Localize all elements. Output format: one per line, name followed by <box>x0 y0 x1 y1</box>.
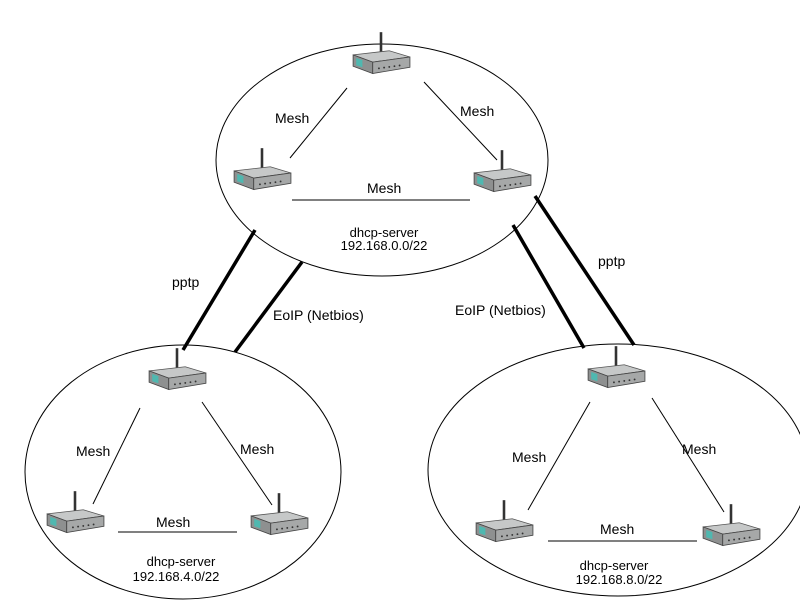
top-bottom-mesh-label: Mesh <box>367 180 401 196</box>
top-subnet-label: 192.168.0.0/22 <box>341 238 428 253</box>
left-left-mesh-label: Mesh <box>76 443 110 459</box>
left-subnet-label: 192.168.4.0/22 <box>133 569 220 584</box>
pptp-left-label: pptp <box>172 274 199 290</box>
pptp-right-label: pptp <box>598 253 625 269</box>
eoip-right-tunnel <box>511 224 586 349</box>
top-right-mesh-link <box>423 81 498 161</box>
router-icon <box>147 348 208 391</box>
left-right-mesh-label: Mesh <box>240 441 274 457</box>
right-bottom-mesh-label: Mesh <box>600 521 634 537</box>
top-left-mesh-link <box>289 87 348 159</box>
right-right-mesh-link <box>651 397 725 513</box>
router-icon <box>474 500 535 543</box>
router-icon <box>249 493 310 536</box>
eoip-left-label: EoIP (Netbios) <box>273 307 364 323</box>
top-left-mesh-label: Mesh <box>275 110 309 126</box>
eoip-right-label: EoIP (Netbios) <box>455 302 546 318</box>
right-server-label: dhcp-server <box>580 558 649 573</box>
router-icon <box>472 150 533 193</box>
right-right-mesh-label: Mesh <box>682 441 716 457</box>
left-server-label: dhcp-server <box>147 554 216 569</box>
right-cluster <box>427 343 800 597</box>
router-icon <box>45 491 106 534</box>
left-bottom-mesh-label: Mesh <box>156 514 190 530</box>
right-subnet-label: 192.168.8.0/22 <box>576 572 663 587</box>
router-icon <box>701 504 762 547</box>
router-icon <box>351 32 412 75</box>
top-right-mesh-label: Mesh <box>460 103 494 119</box>
right-left-mesh-label: Mesh <box>512 449 546 465</box>
pptp-left-tunnel <box>181 229 257 351</box>
left-right-mesh-link <box>201 401 273 506</box>
pptp-right-tunnel <box>533 195 636 346</box>
router-icon <box>232 148 293 191</box>
right-left-mesh-link <box>527 401 591 511</box>
top-server-label: dhcp-server <box>350 225 419 240</box>
left-left-mesh-link <box>92 407 141 505</box>
router-icon <box>586 346 647 389</box>
eoip-left-tunnel <box>233 260 304 354</box>
left-cluster <box>24 344 342 600</box>
